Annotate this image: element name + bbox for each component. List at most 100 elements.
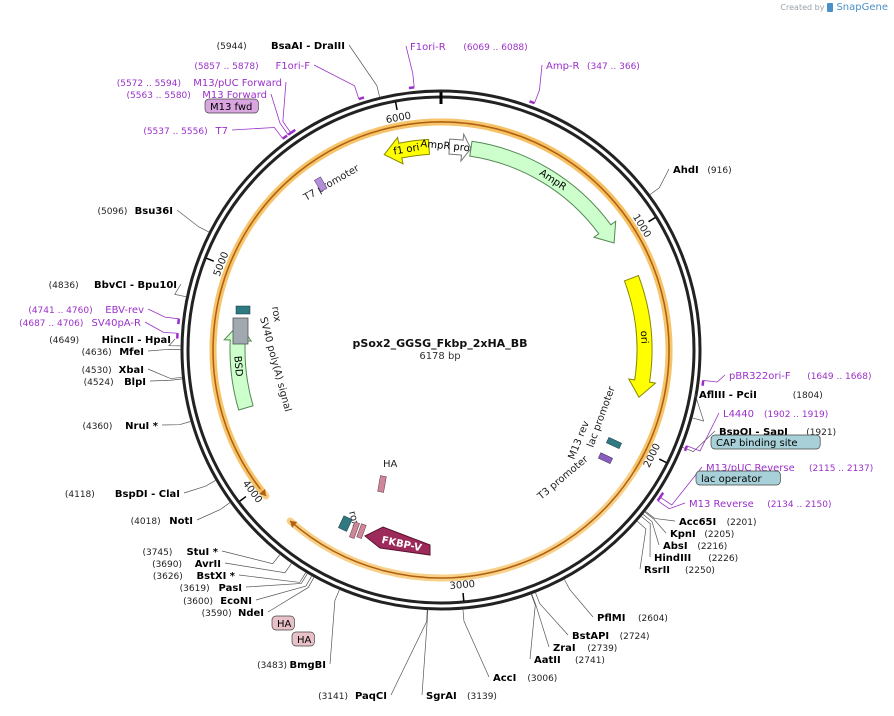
primer-leader-line: [686, 412, 720, 452]
enzyme-position: (5944): [217, 42, 247, 52]
enzyme-name: BlpI: [124, 377, 146, 388]
enzyme-leader-line: [390, 609, 428, 696]
enzyme-name: MfeI: [119, 347, 144, 358]
primer-mark: [177, 318, 181, 325]
boxed-label-background: [204, 98, 259, 114]
small-feature-label-ha-7: HA: [383, 459, 398, 470]
orf-arrowhead-2: [290, 520, 298, 528]
enzyme-position: (2724): [620, 632, 650, 642]
enzyme-leader-line: [245, 572, 308, 588]
enzyme-leader-line: [221, 550, 281, 565]
enzyme-name: PasI: [219, 583, 242, 594]
fkbp-v-arrow: [364, 526, 431, 556]
feature-ampr-promoter: [448, 132, 472, 163]
enzyme-leader-line: [174, 283, 187, 298]
enzyme-site-mfei: MfeI(4636): [82, 347, 182, 358]
enzyme-leader-line: [267, 576, 315, 613]
enzyme-site-xbai: XbaI(4530): [82, 365, 183, 379]
small-feature-label-t7-promoter-0: T7 promoter: [301, 163, 362, 204]
primer-mark: [287, 130, 294, 136]
enzyme-name: HincII - HpaI: [102, 335, 171, 346]
enzyme-position: (2226): [708, 554, 738, 564]
primer-range: (5857 .. 5878): [194, 62, 258, 72]
primer-name: M13 Reverse: [689, 499, 754, 510]
enzyme-name: BstAPI: [572, 631, 609, 642]
primer-leader-line: [703, 374, 726, 383]
boxed-label-lac-operator-2: lac operator: [695, 470, 781, 486]
enzyme-leader-line: [649, 168, 670, 196]
primer-name: M13/pUC Reverse: [706, 463, 795, 474]
enzyme-site-paqci: PaqCI (3141): [318, 609, 428, 702]
restriction-sites: AhdI(916)PflMI(2604)BstAPI(2724)ZraI(273…: [49, 41, 836, 702]
enzyme-name: Acc65I: [679, 517, 716, 528]
boxed-label-background: [291, 631, 315, 647]
enzyme-position: (3626): [153, 572, 183, 582]
plasmid-size: 6178 bp: [419, 351, 460, 362]
enzyme-leader-line: [640, 515, 651, 558]
boxed-label-cap-binding-site-1: CAP binding site: [710, 434, 821, 450]
small-feature-label-t3-promoter-6: T3 promoter: [535, 453, 591, 503]
enzyme-position: (4118): [65, 490, 95, 500]
primer-leader-line: [147, 308, 179, 320]
enzyme-name: SgrAI: [426, 691, 457, 702]
enzyme-leader-line: [168, 338, 182, 347]
enzyme-name: HindIII: [654, 553, 691, 564]
enzyme-position: (2205): [704, 530, 734, 540]
primer-range: (1902 .. 1919): [764, 410, 828, 420]
primer-name: F1ori-R: [410, 42, 446, 53]
enzyme-position: (1921): [806, 428, 836, 438]
primer-mark: [358, 96, 365, 101]
enzyme-position: (4649): [49, 336, 79, 346]
boxed-label-text: lac operator: [701, 474, 762, 485]
orf-arrowhead-1: [258, 488, 266, 497]
boxed-label-background: [695, 470, 781, 486]
enzyme-name: BstXI *: [197, 571, 236, 582]
ha-marker: [377, 475, 387, 493]
plasmid-backbone: [180, 89, 702, 611]
primer-range: (2134 .. 2150): [767, 500, 831, 510]
feature-label-f1-ori: f1 ori: [393, 142, 421, 157]
enzyme-position: (3141): [318, 692, 348, 702]
primer-range: (347 .. 366): [587, 62, 640, 72]
enzyme-site-hindiii: HindIII (2226): [640, 515, 738, 564]
boxed-label-ha-4: HA: [291, 631, 315, 647]
feature-label-ori: ori: [638, 330, 650, 344]
enzyme-name: Bsu36I: [135, 206, 173, 217]
enzyme-site-bstapi: BstAPI (2724): [534, 592, 650, 642]
small-feature-label-sv40-poly-a-signal-1: SV40 poly(A) signal: [257, 316, 293, 413]
enzyme-name: BbvCI - Bpu10I: [94, 280, 177, 291]
sv40-polya-marker: [232, 317, 249, 345]
enzyme-leader-line: [255, 575, 313, 601]
boxed-label-background: [271, 615, 295, 631]
enzyme-leader-line: [531, 593, 550, 648]
enzyme-leader-line: [329, 589, 340, 665]
enzyme-site-bsaai-draiii: BsaAI - DraIII(5944): [217, 41, 381, 98]
enzyme-site-noti: NotI(4018): [131, 502, 231, 527]
primer-name: L4440: [723, 409, 754, 420]
ha-marker-3: [356, 523, 367, 539]
enzyme-position: (2741): [575, 656, 605, 666]
enzyme-name: NdeI: [238, 608, 264, 619]
enzyme-site-bstxi: BstXI * (3626): [153, 571, 307, 583]
enzyme-site-hincii-hpai: HincII - HpaI (4649): [49, 335, 182, 347]
snapgene-logo-icon: [827, 3, 834, 12]
primer-range: (5563 .. 5580): [127, 91, 191, 101]
enzyme-position: (3690): [152, 560, 182, 570]
feature-f1-ori: [383, 136, 430, 165]
enzyme-position: (4530): [82, 366, 112, 376]
enzyme-site-pasi: PasI(3619): [180, 572, 308, 594]
lac-operator-marker: [597, 452, 613, 465]
enzyme-name: PaqCI: [355, 691, 387, 702]
tick-label-3000: 3000: [449, 579, 475, 592]
tick-6000: [394, 101, 398, 111]
enzyme-name: AccI: [493, 673, 516, 684]
enzyme-site-ahdi: AhdI(916): [649, 165, 732, 196]
credit-brand: SnapGene: [836, 2, 888, 13]
cap-site-marker: [606, 436, 622, 450]
credit-prefix: Created by: [780, 3, 825, 12]
primer-name: Amp-R: [546, 61, 580, 72]
enzyme-site-rsrii: RsrII(2250): [636, 520, 715, 576]
backbone-inner-circle: [186, 95, 696, 605]
primer-name: T7: [215, 126, 228, 137]
primer-leader-line: [405, 45, 415, 88]
